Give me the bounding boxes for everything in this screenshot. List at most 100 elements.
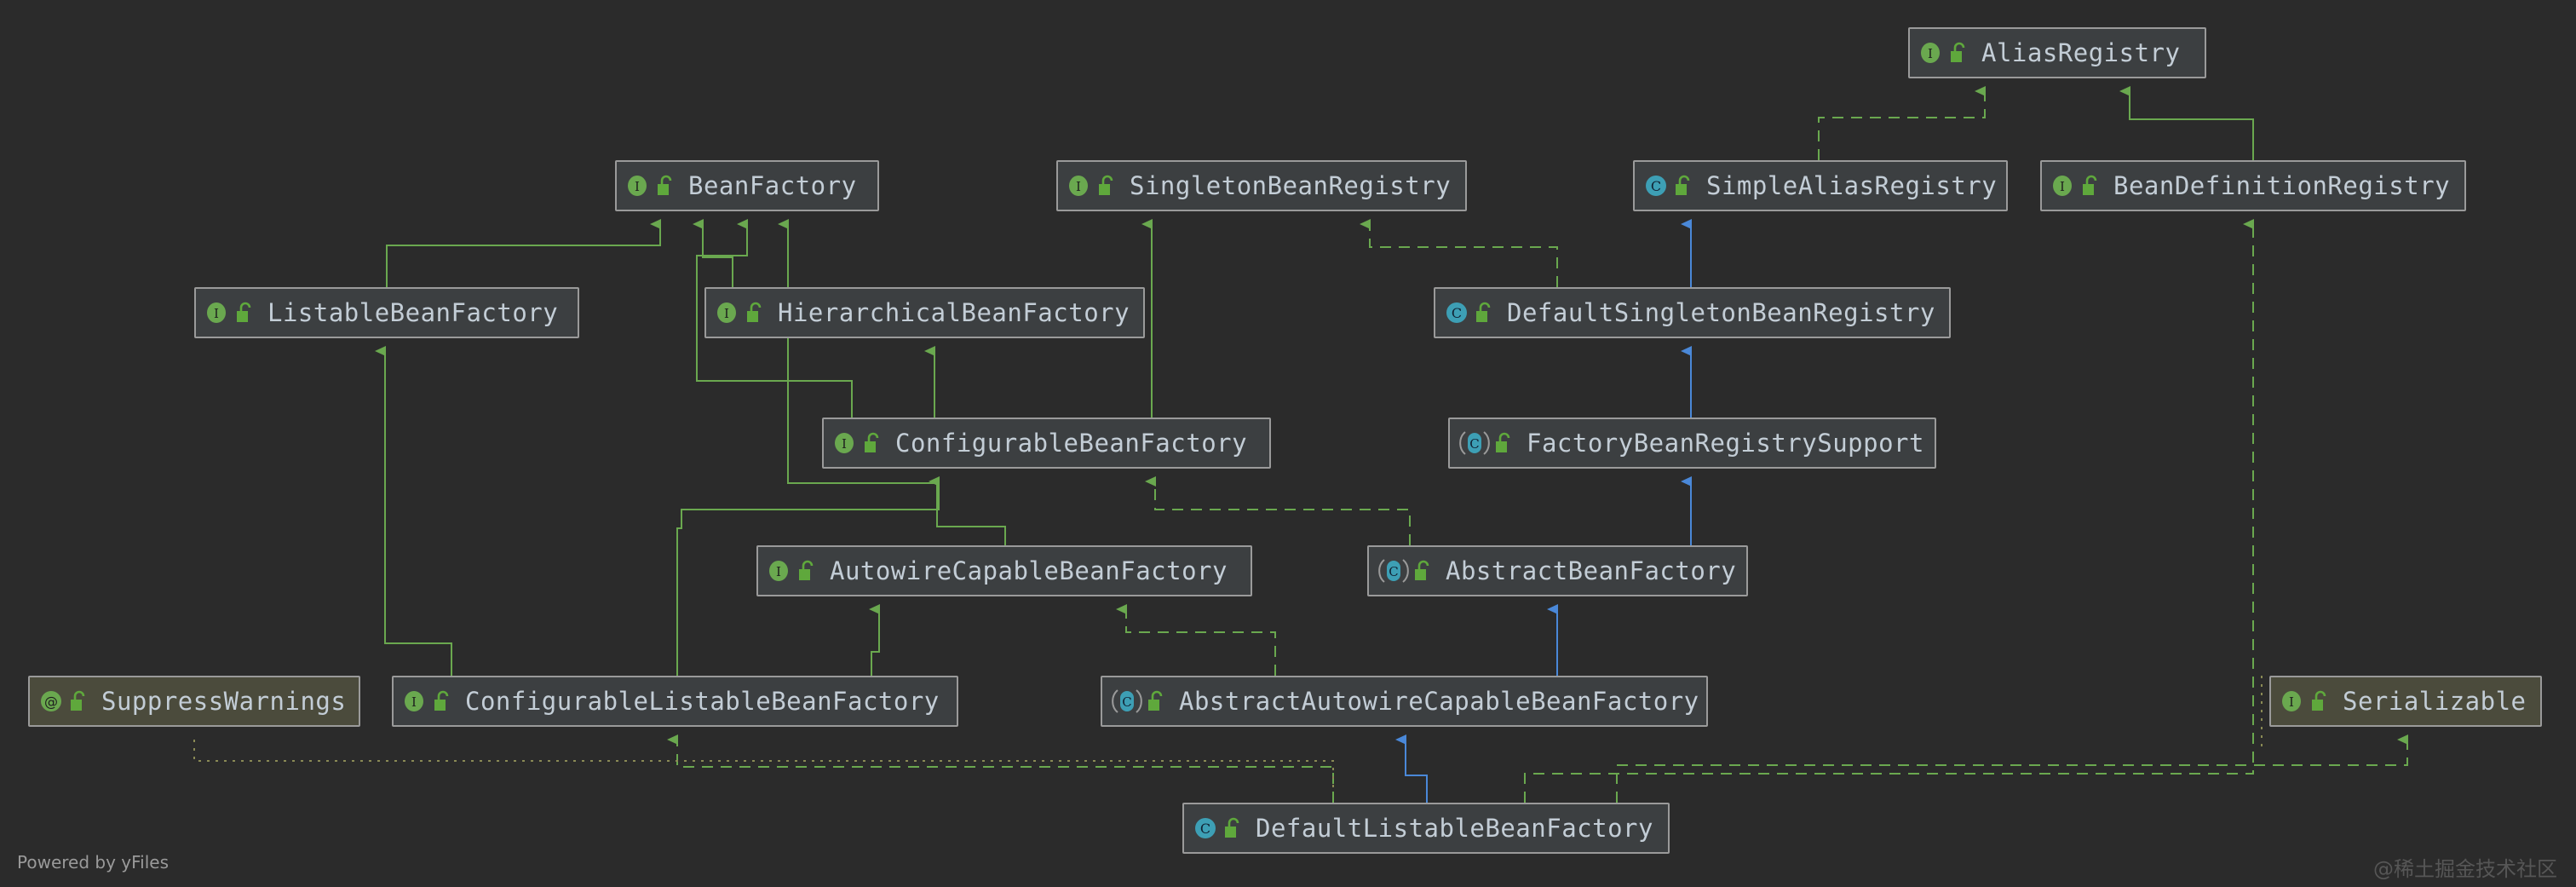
interface-icon: I xyxy=(2050,171,2079,200)
svg-text:I: I xyxy=(1928,46,1933,61)
edge-defaultsingleton-to-singletonregistry xyxy=(1360,219,1558,287)
padlock-open-icon xyxy=(861,430,883,456)
node-label: AbstractAutowireCapableBeanFactory xyxy=(1179,687,1699,716)
interface-icon: I xyxy=(715,298,744,327)
interface-icon: I xyxy=(402,687,431,716)
node-defaultlistablebeanfactory[interactable]: C DefaultListableBeanFactory xyxy=(1182,803,1670,854)
padlock-open-icon xyxy=(1095,173,1118,199)
node-label: AliasRegistry xyxy=(1981,38,2181,67)
edge-defaultlistable-to-abstractautowire xyxy=(1395,734,1428,803)
node-label: HierarchicalBeanFactory xyxy=(778,298,1130,327)
svg-text:@: @ xyxy=(44,694,58,710)
annotation-icon: @ xyxy=(38,687,67,716)
edge-configurablelistable-to-configurable xyxy=(676,476,940,676)
svg-text:C: C xyxy=(1651,178,1661,194)
node-label: SuppressWarnings xyxy=(101,687,347,716)
node-beanfactory[interactable]: I BeanFactory xyxy=(615,160,879,211)
watermark: @稀土掘金技术社区 xyxy=(2373,857,2557,881)
edge-autowirecapable-to-beanfactory xyxy=(778,219,1006,545)
interface-icon: I xyxy=(1067,171,1095,200)
padlock-open-icon xyxy=(1222,815,1244,841)
svg-text:I: I xyxy=(776,564,781,579)
node-serializable[interactable]: I Serializable xyxy=(2269,676,2542,727)
node-label: DefaultListableBeanFactory xyxy=(1256,814,1653,843)
node-label: BeanDefinitionRegistry xyxy=(2113,171,2451,200)
edge-hierarchical-to-beanfactory xyxy=(693,219,733,287)
interface-icon: I xyxy=(1918,38,1947,67)
node-label: SimpleAliasRegistry xyxy=(1706,171,1998,200)
abstract-class-icon: C xyxy=(1111,687,1145,716)
node-beandefinitionregistry[interactable]: I BeanDefinitionRegistry xyxy=(2040,160,2466,211)
padlock-open-icon xyxy=(1145,688,1167,714)
svg-text:C: C xyxy=(1469,436,1479,452)
class-icon: C xyxy=(1193,814,1222,843)
node-singletonbeanregistry[interactable]: I SingletonBeanRegistry xyxy=(1056,160,1467,211)
edge-beandefinitionregistry-to-aliasregistry xyxy=(2119,86,2254,160)
abstract-class-icon: C xyxy=(1377,556,1412,585)
node-autowirecapablebeanfactory[interactable]: I AutowireCapableBeanFactory xyxy=(756,545,1252,596)
padlock-open-icon xyxy=(2079,173,2102,199)
node-factorybeanregistrysupport[interactable]: C FactoryBeanRegistrySupport xyxy=(1448,418,1936,469)
node-configurablebeanfactory[interactable]: I ConfigurableBeanFactory xyxy=(822,418,1271,469)
svg-text:I: I xyxy=(1076,179,1081,194)
svg-text:C: C xyxy=(1200,821,1210,837)
padlock-open-icon xyxy=(2309,688,2331,714)
edge-configurablelistable-to-autowirecapable xyxy=(869,604,880,676)
interface-icon: I xyxy=(625,171,654,200)
svg-text:C: C xyxy=(1389,564,1398,579)
node-label: Serializable xyxy=(2343,687,2527,716)
edge-abstractautowire-to-autowirecapable xyxy=(1116,604,1276,676)
padlock-open-icon xyxy=(1947,40,1969,66)
node-hierarchicalbeanfactory[interactable]: I HierarchicalBeanFactory xyxy=(704,287,1145,338)
padlock-open-icon xyxy=(744,300,766,325)
interface-icon: I xyxy=(832,429,861,458)
interface-icon: I xyxy=(767,556,796,585)
padlock-open-icon xyxy=(1412,558,1434,584)
node-aliasregistry[interactable]: I AliasRegistry xyxy=(1908,27,2206,78)
svg-text:I: I xyxy=(2060,179,2065,194)
edge-simplealias-to-aliasregistry xyxy=(1818,86,1986,160)
interface-icon: I xyxy=(204,298,233,327)
node-label: DefaultSingletonBeanRegistry xyxy=(1507,298,1935,327)
powered-by-label: Powered by yFiles xyxy=(17,852,169,873)
edge-defaultlistable-to-beandefinitionregistry xyxy=(1524,219,2254,803)
edge-abstractbeanfactory-to-configurable xyxy=(1145,476,1411,545)
edge-suppresswarnings-annotation xyxy=(193,740,1334,792)
node-abstractbeanfactory[interactable]: C AbstractBeanFactory xyxy=(1367,545,1748,596)
edge-defaultlistable-to-configurablelistable xyxy=(667,734,1334,803)
node-abstractautowirecapablebeanfactory[interactable]: C AbstractAutowireCapableBeanFactory xyxy=(1101,676,1708,727)
node-configurablelistablebeanfactory[interactable]: I ConfigurableListableBeanFactory xyxy=(392,676,958,727)
node-label: AutowireCapableBeanFactory xyxy=(830,556,1228,585)
node-listablebeanfactory[interactable]: I ListableBeanFactory xyxy=(194,287,579,338)
svg-text:C: C xyxy=(1452,305,1462,321)
padlock-open-icon xyxy=(233,300,256,325)
svg-text:I: I xyxy=(635,179,640,194)
node-suppresswarnings[interactable]: @ SuppressWarnings xyxy=(28,676,360,727)
edge-listable-to-beanfactory xyxy=(386,219,661,287)
interface-icon: I xyxy=(2280,687,2309,716)
svg-text:I: I xyxy=(2289,694,2294,710)
svg-text:I: I xyxy=(411,694,417,710)
padlock-open-icon xyxy=(654,173,676,199)
padlock-open-icon xyxy=(431,688,453,714)
abstract-class-icon: C xyxy=(1458,429,1492,458)
class-icon: C xyxy=(1444,298,1473,327)
node-label: AbstractBeanFactory xyxy=(1446,556,1737,585)
svg-text:I: I xyxy=(842,436,847,452)
svg-text:I: I xyxy=(214,306,219,321)
class-icon: C xyxy=(1643,171,1672,200)
padlock-open-icon xyxy=(1492,430,1515,456)
edge-defaultlistable-to-serializable xyxy=(1616,734,2408,803)
node-simplealiasregistry[interactable]: C SimpleAliasRegistry xyxy=(1633,160,2008,211)
padlock-open-icon xyxy=(67,688,89,714)
node-defaultsingletonbeanregistry[interactable]: C DefaultSingletonBeanRegistry xyxy=(1434,287,1951,338)
padlock-open-icon xyxy=(1672,173,1694,199)
node-label: ListableBeanFactory xyxy=(267,298,559,327)
edge-configurable-to-beanfactory xyxy=(696,219,853,418)
edge-configurablelistable-to-listable xyxy=(375,346,452,676)
padlock-open-icon xyxy=(1473,300,1495,325)
node-label: SingletonBeanRegistry xyxy=(1130,171,1452,200)
svg-text:C: C xyxy=(1122,694,1131,710)
